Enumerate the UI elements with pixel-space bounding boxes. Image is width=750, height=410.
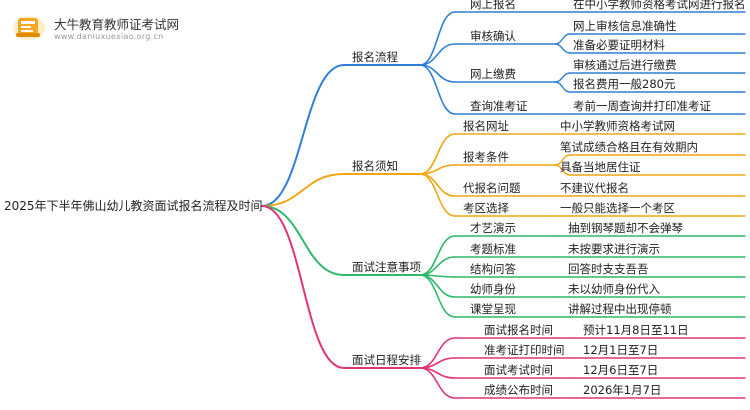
subnode-connector xyxy=(419,133,456,175)
branch-connector xyxy=(261,64,345,207)
site-logo[interactable]: 大牛教育教师证考试网 www.daniuxuexiao.org.cn xyxy=(10,8,210,48)
subnode-label: 课堂呈现 xyxy=(470,302,516,316)
subnode-label: 结构问答 xyxy=(470,262,516,276)
subnode-label: 面试报名时间 xyxy=(484,323,553,337)
leaf-label: 预计11月8日至11日 xyxy=(583,323,689,337)
leaf-connector xyxy=(554,164,571,176)
book-logo-icon xyxy=(13,16,45,40)
leaf-label: 审核通过后进行缴费 xyxy=(573,58,677,72)
subnode-label: 考区选择 xyxy=(463,201,509,215)
leaf-label: 一般只能选择一个考区 xyxy=(560,201,675,215)
subnode-label: 查询准考证 xyxy=(470,99,528,113)
leaf-label: 12月1日至7日 xyxy=(583,343,659,357)
subnode-label: 代报名问题 xyxy=(463,181,521,195)
leaf-label: 在中小学教师资格考试网进行报名 xyxy=(573,0,746,11)
subnode-connector xyxy=(419,274,456,318)
leaf-label: 回答时支支吾吾 xyxy=(568,262,649,276)
leaf-label: 网上审核信息准确性 xyxy=(573,19,677,33)
leaf-label: 未按要求进行演示 xyxy=(568,242,660,256)
branch-connector xyxy=(261,205,345,276)
branch-label: 报名须知 xyxy=(352,159,398,173)
leaf-label: 考前一周查询并打印准考证 xyxy=(573,99,711,113)
subnode-label: 报名网址 xyxy=(463,119,509,133)
leaf-label: 报名费用一般280元 xyxy=(573,77,676,91)
subnode-label: 成绩公布时间 xyxy=(484,383,553,397)
leaf-label: 具备当地居住证 xyxy=(560,160,641,174)
leaf-connector xyxy=(554,43,571,54)
branch-label: 面试日程安排 xyxy=(352,353,421,367)
subnode-connector xyxy=(419,43,456,66)
leaf-connector xyxy=(554,81,571,93)
subnode-label: 才艺演示 xyxy=(470,221,516,235)
subnode-connector xyxy=(419,11,456,66)
leaf-label: 2026年1月7日 xyxy=(583,383,662,397)
subnode-label: 幼师身份 xyxy=(470,282,516,296)
subnode-label: 网上缴费 xyxy=(470,67,516,81)
leaf-connector xyxy=(554,33,571,45)
subnode-connector xyxy=(419,64,456,115)
subnode-connector xyxy=(419,256,456,276)
leaf-connector xyxy=(554,72,571,83)
leaf-label: 中小学教师资格考试网 xyxy=(560,119,675,133)
branch-connector xyxy=(261,173,345,207)
leaf-label: 抽到钢琴题却不会弹琴 xyxy=(568,221,683,235)
site-url: www.daniuxuexiao.org.cn xyxy=(54,32,164,41)
subnode-label: 考题标准 xyxy=(470,242,516,256)
leaf-label: 不建议代报名 xyxy=(560,181,629,195)
subnode-connector xyxy=(419,173,456,217)
subnode-label: 面试考试时间 xyxy=(484,363,553,377)
branch-connector xyxy=(261,205,345,369)
subnode-label: 审核确认 xyxy=(470,29,516,43)
leaf-label: 讲解过程中出现停顿 xyxy=(568,302,672,316)
branch-label: 报名流程 xyxy=(352,50,398,64)
subnode-connector xyxy=(419,367,456,399)
subnode-connector xyxy=(419,235,456,276)
leaf-label: 未以幼师身份代入 xyxy=(568,282,660,296)
leaf-label: 准备必要证明材料 xyxy=(573,38,665,52)
subnode-label: 网上报名 xyxy=(470,0,516,11)
subnode-connector xyxy=(419,173,456,197)
leaf-label: 笔试成绩合格且在有效期内 xyxy=(560,140,698,154)
mindmap-root: 2025年下半年佛山幼儿教资面试报名流程及时间 xyxy=(4,199,263,213)
branch-label: 面试注意事项 xyxy=(352,260,421,274)
leaf-label: 12月6日至7日 xyxy=(583,363,659,377)
subnode-connector xyxy=(419,274,456,298)
site-name: 大牛教育教师证考试网 xyxy=(54,17,180,32)
subnode-label: 报考条件 xyxy=(463,150,509,164)
subnode-label: 准考证打印时间 xyxy=(484,343,565,357)
